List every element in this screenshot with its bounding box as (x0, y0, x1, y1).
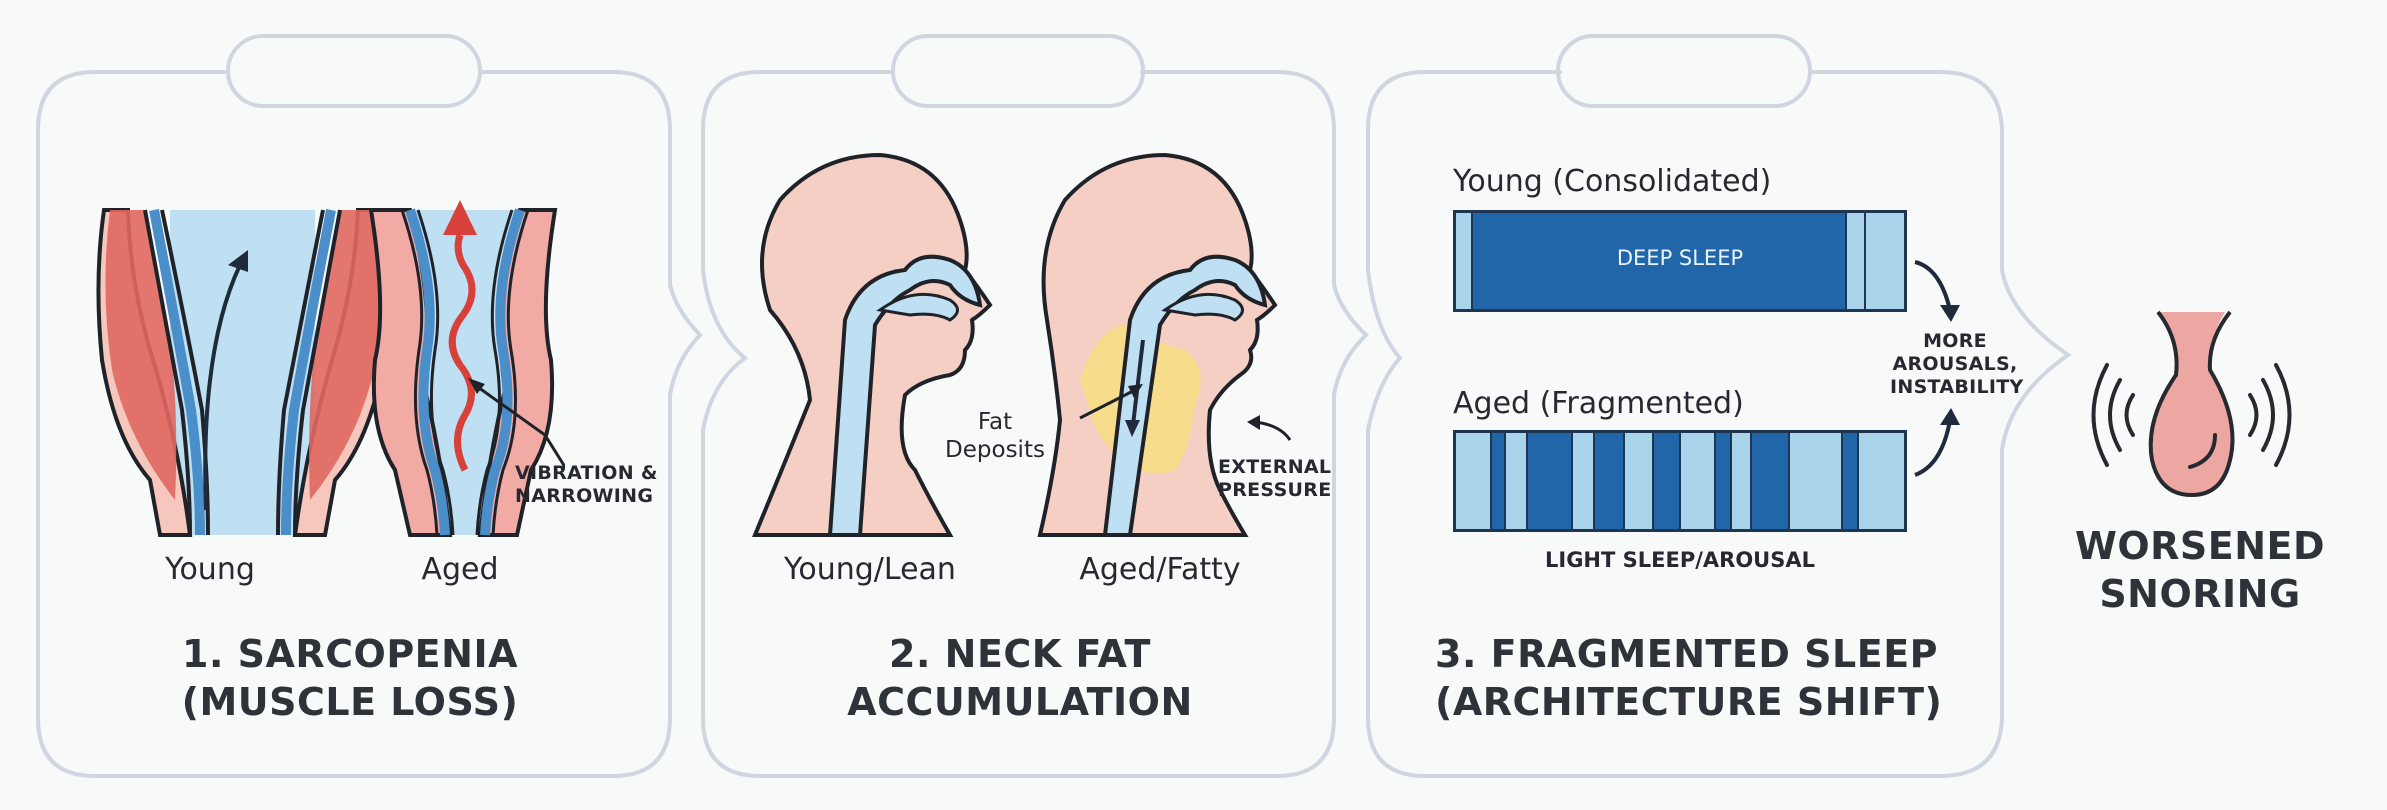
deep-sleep-segment (1654, 433, 1682, 529)
young-lean-label: Young/Lean (784, 552, 956, 587)
deep-sleep-segment (1473, 213, 1847, 309)
fat-deposits-label: Fat Deposits (930, 408, 1060, 464)
light-sleep-label: LIGHT SLEEP/AROUSAL (1545, 548, 1815, 572)
panel-1-frame (36, 34, 703, 778)
aged-sleep-bar (1453, 430, 1907, 532)
panel-1-title: 1. SARCOPENIA (MUSCLE LOSS) (150, 630, 550, 726)
label-line: MORE (1923, 330, 1987, 352)
deep-sleep-label: DEEP SLEEP (1616, 246, 1744, 270)
title-line: ACCUMULATION (847, 680, 1193, 724)
light-sleep-segment (1865, 213, 1904, 309)
aged-label: Aged (421, 552, 499, 587)
aged-head (1037, 152, 1278, 537)
light-sleep-segment (1624, 433, 1655, 529)
young-airway-illustration (96, 208, 390, 537)
panel-3-title: 3. FRAGMENTED SLEEP (ARCHITECTURE SHIFT) (1435, 630, 1943, 726)
aged-fatty-label: Aged/Fatty (1079, 552, 1241, 587)
young-label: Young (165, 552, 255, 587)
light-sleep-segment (1456, 433, 1493, 529)
title-line: (MUSCLE LOSS) (181, 680, 519, 724)
label-line: PRESSURE (1218, 479, 1332, 501)
label-line: Deposits (945, 437, 1045, 463)
light-sleep-segment (1506, 433, 1529, 529)
light-sleep-segment (1456, 213, 1474, 309)
deep-sleep-segment (1752, 433, 1791, 529)
label-line: EXTERNAL (1218, 456, 1332, 478)
annotation-line: VIBRATION & (515, 462, 658, 484)
label-line: INSTABILITY (1890, 376, 2024, 398)
deep-sleep-segment (1528, 433, 1574, 529)
panel-3-frame (1366, 34, 2072, 778)
head-profiles-illustration (752, 152, 1292, 537)
panel-2-title: 2. NECK FAT ACCUMULATION (820, 630, 1220, 726)
external-pressure-label: EXTERNAL PRESSURE (1218, 456, 1332, 502)
light-sleep-segment (1681, 433, 1716, 529)
deep-sleep-segment (1594, 433, 1625, 529)
light-sleep-segment (1731, 433, 1753, 529)
sound-waves-icon (2091, 363, 2292, 467)
light-sleep-segment (1790, 433, 1843, 529)
deep-sleep-segment (1715, 433, 1732, 529)
arousal-arrows (1914, 260, 1960, 477)
deep-sleep-segment (1492, 433, 1507, 529)
title-line: 2. NECK FAT (889, 632, 1151, 676)
title-line: SNORING (2099, 572, 2301, 616)
aged-fragmented-label: Aged (Fragmented) (1453, 386, 1744, 421)
outcome-title: WORSENED SNORING (2070, 522, 2330, 618)
annotation-line: NARROWING (515, 485, 654, 507)
panel-2-frame (701, 34, 1369, 778)
light-sleep-segment (1573, 433, 1595, 529)
light-sleep-segment (1846, 213, 1866, 309)
label-line: Fat (977, 409, 1013, 435)
title-line: 1. SARCOPENIA (182, 632, 518, 676)
title-line: 3. FRAGMENTED SLEEP (1435, 632, 1938, 676)
title-line: (ARCHITECTURE SHIFT) (1435, 680, 1943, 724)
light-sleep-segment (1858, 433, 1904, 529)
deep-sleep-segment (1842, 433, 1859, 529)
vibration-annotation: VIBRATION & NARROWING (515, 462, 658, 508)
young-sleep-bar (1453, 210, 1907, 312)
more-arousals-label: MORE AROUSALS, INSTABILITY (1890, 330, 2024, 399)
title-line: WORSENED (2074, 524, 2326, 568)
young-consolidated-label: Young (Consolidated) (1453, 164, 1772, 199)
uvula-vibration-icon (2091, 310, 2292, 498)
label-line: AROUSALS, (1892, 353, 2018, 375)
young-head (752, 152, 993, 537)
aged-airway-illustration (368, 200, 565, 537)
